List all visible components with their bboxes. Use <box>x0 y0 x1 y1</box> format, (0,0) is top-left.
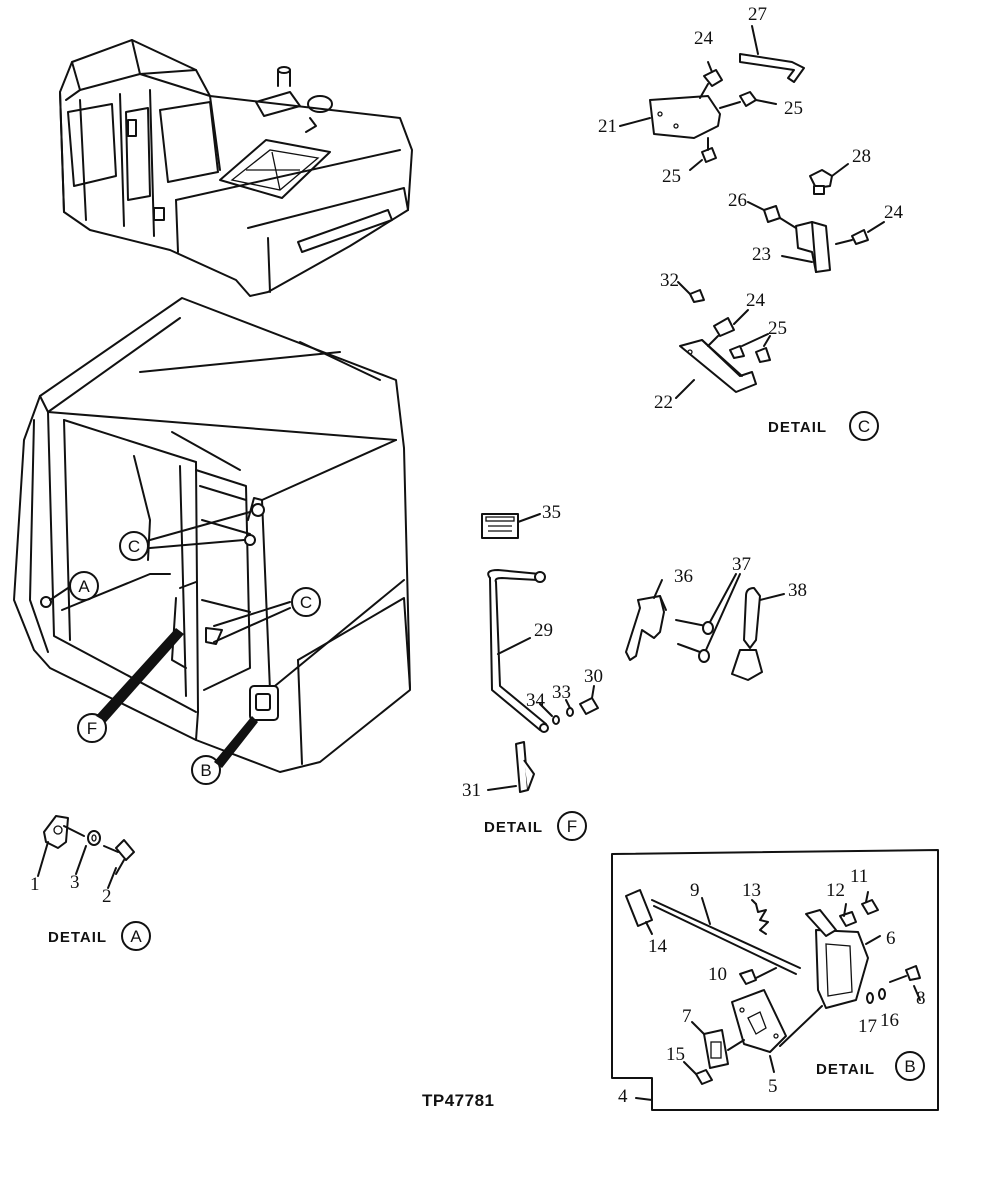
part-number: 2 <box>102 886 112 907</box>
part-number: 24 <box>746 290 766 311</box>
part-number: 26 <box>728 190 747 211</box>
excavator-overview <box>59 39 413 297</box>
callout-b-label: B <box>200 761 211 780</box>
part-number: 32 <box>660 270 679 291</box>
detail-f-parts <box>481 513 599 793</box>
part-number: 14 <box>648 936 668 957</box>
part-number: 21 <box>598 116 617 137</box>
callout-leaders <box>49 511 291 768</box>
part-number: 35 <box>542 502 561 523</box>
detail-a-title: DETAIL <box>48 929 107 946</box>
part-number: 25 <box>768 318 787 339</box>
detail-a-letter: A <box>130 927 142 946</box>
callout-c1: C <box>119 531 149 561</box>
part-number: 16 <box>880 1010 899 1031</box>
detail-b-letter: B <box>904 1057 915 1076</box>
part-number: 5 <box>768 1076 778 1097</box>
callout-b: B <box>191 755 221 785</box>
part-number: 1 <box>30 874 40 895</box>
detail-c-label: DETAIL C <box>768 411 879 441</box>
part-number: 15 <box>666 1044 685 1065</box>
part-number: 25 <box>784 98 803 119</box>
detail-c-letter: C <box>858 417 870 436</box>
part-number: 9 <box>690 880 700 901</box>
detail-f-title: DETAIL <box>484 819 543 836</box>
callout-c2-label: C <box>300 593 312 612</box>
lever-parts <box>625 573 785 681</box>
part-number: 28 <box>852 146 871 167</box>
callout-c1-label: C <box>128 537 140 556</box>
detail-f-letter: F <box>567 817 577 836</box>
part-number: 38 <box>788 580 807 601</box>
callout-f: F <box>77 713 107 743</box>
part-number: 10 <box>708 964 727 985</box>
part-number: 33 <box>552 682 571 703</box>
part-number: 22 <box>654 392 673 413</box>
part-number-labels: 27 24 25 21 25 28 26 24 23 32 24 25 22 3… <box>30 4 926 1107</box>
detail-b-label: DETAIL B <box>816 1051 925 1081</box>
detail-b-box <box>611 849 939 1111</box>
part-number: 30 <box>584 666 603 687</box>
detail-a-parts <box>37 815 135 889</box>
detail-b-parts <box>625 889 921 1085</box>
part-number: 4 <box>618 1086 628 1107</box>
part-number: 12 <box>826 880 845 901</box>
part-number: 17 <box>858 1016 877 1037</box>
callout-a-label: A <box>78 577 90 596</box>
part-number: 11 <box>850 866 868 887</box>
callout-c2: C <box>291 587 321 617</box>
part-number: 8 <box>916 988 926 1009</box>
detail-b-title: DETAIL <box>816 1061 875 1078</box>
figure-reference: TP47781 <box>422 1091 495 1110</box>
part-number: 29 <box>534 620 553 641</box>
part-number: 31 <box>462 780 481 801</box>
part-number: 25 <box>662 166 681 187</box>
cab-drawing <box>13 297 411 773</box>
part-number: 7 <box>682 1006 692 1027</box>
part-number: 3 <box>70 872 80 893</box>
part-number: 6 <box>886 928 896 949</box>
detail-a-label: DETAIL A <box>48 921 151 951</box>
part-number: 27 <box>748 4 767 25</box>
detail-c-parts <box>619 25 885 399</box>
detail-f-label: DETAIL F <box>484 811 587 841</box>
part-number: 34 <box>526 690 546 711</box>
callout-a: A <box>69 571 99 601</box>
part-number: 23 <box>752 244 771 265</box>
part-number: 36 <box>674 566 693 587</box>
part-number: 24 <box>694 28 714 49</box>
detail-c-title: DETAIL <box>768 419 827 436</box>
part-number: 37 <box>732 554 751 575</box>
part-number: 13 <box>742 880 761 901</box>
part-number: 24 <box>884 202 904 223</box>
callout-f-label: F <box>87 719 97 738</box>
